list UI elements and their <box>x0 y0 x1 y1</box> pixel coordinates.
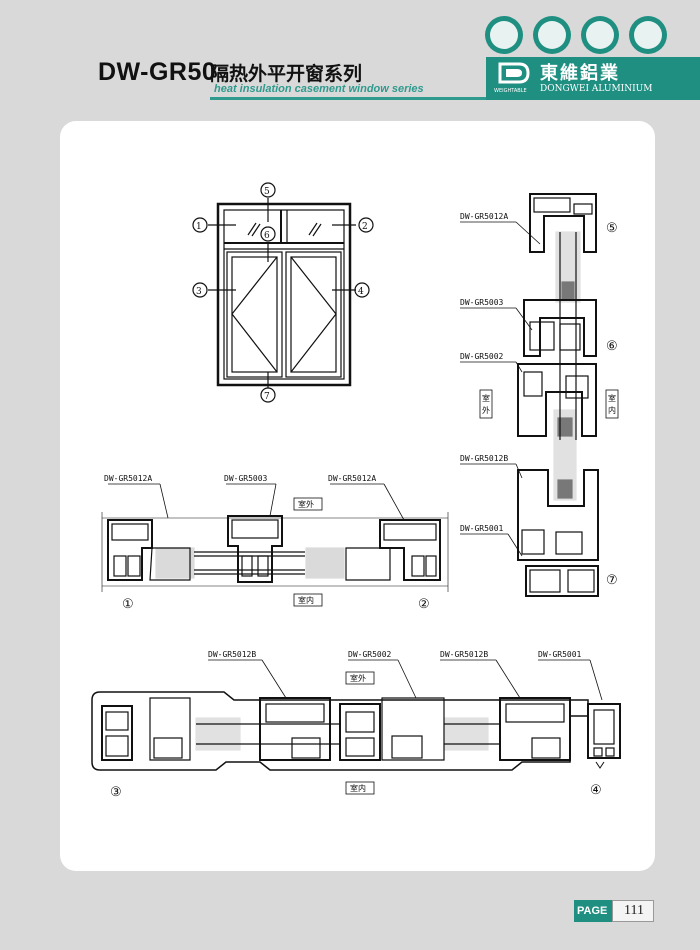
indoor-label: 室内 <box>298 595 314 605</box>
marker-7: 7 <box>264 392 270 402</box>
marker-circled-2: ② <box>418 597 430 612</box>
marker-3: 3 <box>196 287 202 297</box>
section-right-labels: DW-GR5012A DW-GR5003 DW-GR5002 DW-GR5012… <box>460 212 618 588</box>
outdoor-label: 室外 <box>350 673 366 683</box>
page-header: DW-GR50 隔热外平开窗系列 heat insulation casemen… <box>0 0 700 100</box>
brand-name-cn: 東維鋁業 <box>540 63 620 84</box>
profile-label: DW-GR5002 <box>460 352 504 361</box>
series-title-en: heat insulation casement window series <box>214 83 424 95</box>
section-top-labels: DW-GR5012A DW-GR5003 DW-GR5012A 室外 室内 ① … <box>104 474 430 612</box>
profile-label: DW-GR5012A <box>104 474 152 483</box>
profile-label: DW-GR5012A <box>328 474 376 483</box>
marker-6: 6 <box>264 231 270 241</box>
indoor-label: 室内 <box>350 783 366 793</box>
marker-circled-3: ③ <box>110 785 122 800</box>
marker-circled-1: ① <box>122 597 134 612</box>
globe-badge-icon <box>533 16 571 54</box>
certification-badge-icon <box>485 16 523 54</box>
marker-4: 4 <box>358 287 364 297</box>
page-number-box <box>612 900 654 922</box>
quality-badge-icon <box>629 16 667 54</box>
window-elevation-markers: 1 2 3 4 5 6 7 <box>196 187 368 402</box>
profile-label: DW-GR5001 <box>460 524 504 533</box>
marker-2: 2 <box>362 222 368 232</box>
brand-name-en: DONGWEI ALUMINIUM <box>540 84 653 94</box>
page-number: 111 <box>624 903 644 918</box>
outdoor-label: 外 <box>482 405 490 415</box>
marker-circled-5: ⑤ <box>606 221 618 236</box>
profile-label: DW-GR5012A <box>460 212 508 221</box>
profile-label: DW-GR5003 <box>224 474 268 483</box>
window-elevation <box>192 182 374 403</box>
marker-circled-4: ④ <box>590 783 602 798</box>
profile-label: DW-GR5012B <box>208 650 256 659</box>
outdoor-label: 室外 <box>298 499 314 509</box>
profile-label: DW-GR5001 <box>538 650 582 659</box>
profile-label: DW-GR5003 <box>460 298 504 307</box>
marker-1: 1 <box>196 222 202 232</box>
marker-circled-6: ⑥ <box>606 339 618 354</box>
profile-label: DW-GR5002 <box>348 650 392 659</box>
section-top-drawing <box>101 483 449 607</box>
series-model: DW-GR50 <box>98 58 217 86</box>
indoor-label: 内 <box>608 405 616 415</box>
drawing-card <box>60 121 655 871</box>
iso-badge-icon <box>581 16 619 54</box>
brand-tagline: WEIGHTABLE <box>494 88 527 94</box>
section-bottom-drawing <box>91 659 621 795</box>
profile-label: DW-GR5012B <box>440 650 488 659</box>
page-tab <box>574 900 612 922</box>
indoor-label: 室 <box>608 393 616 403</box>
section-right-drawing <box>460 193 619 597</box>
outdoor-label: 室 <box>482 393 490 403</box>
header-underline <box>210 97 488 100</box>
page-label: PAGE <box>577 905 608 917</box>
series-title-cn: 隔热外平开窗系列 <box>210 63 363 85</box>
company-logo-icon <box>498 62 530 84</box>
profile-label: DW-GR5012B <box>460 454 508 463</box>
marker-5: 5 <box>264 187 270 197</box>
section-bottom-labels: DW-GR5012B DW-GR5002 DW-GR5012B DW-GR500… <box>110 650 602 800</box>
marker-circled-7: ⑦ <box>606 573 618 588</box>
